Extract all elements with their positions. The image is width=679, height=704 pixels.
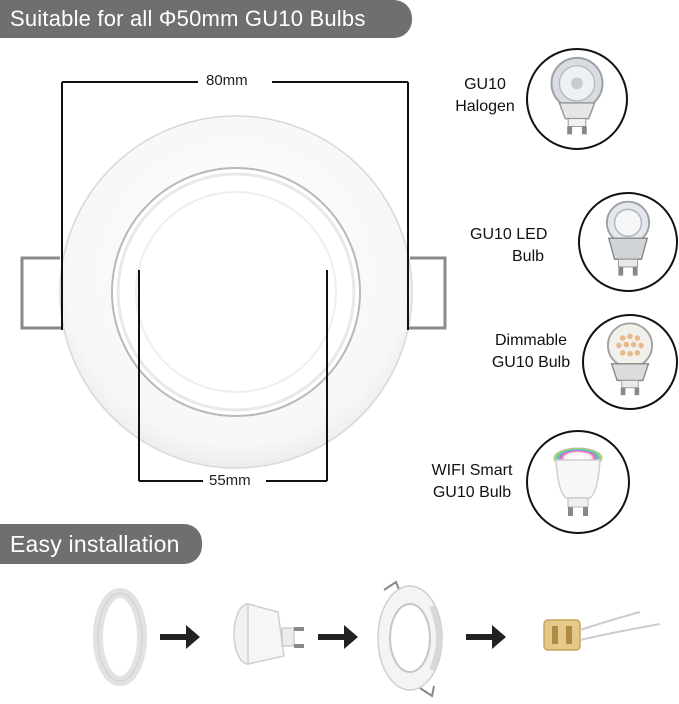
inner-dimension-label: 55mm xyxy=(205,472,255,489)
step-bulb xyxy=(233,603,304,665)
header-banner: Suitable for all Φ50mm GU10 Bulbs xyxy=(0,0,412,38)
right-spring-clip xyxy=(408,256,447,330)
outer-dimension-lines xyxy=(61,81,409,330)
arrow-icon xyxy=(466,625,506,649)
downlight-fixture-diagram xyxy=(20,81,447,482)
installation-banner: Easy installation xyxy=(0,524,202,564)
step-ring xyxy=(93,588,147,686)
outer-dimension-label: 80mm xyxy=(202,72,252,89)
inner-opening xyxy=(135,191,337,393)
arrow-icon xyxy=(318,625,358,649)
header-title: Suitable for all Φ50mm GU10 Bulbs xyxy=(10,6,366,31)
inner-dimension-lines xyxy=(138,270,328,482)
halogen-bulb-icon xyxy=(526,48,628,150)
arrow-icon xyxy=(160,625,200,649)
left-spring-clip xyxy=(20,256,62,330)
led-bulb-icon xyxy=(578,192,678,292)
step-socket xyxy=(543,611,661,651)
installation-title: Easy installation xyxy=(10,530,180,557)
dimmable-bulb-icon xyxy=(582,314,678,410)
smart-bulb-icon xyxy=(526,430,630,534)
installation-steps xyxy=(93,580,661,698)
step-fixture xyxy=(377,580,443,698)
